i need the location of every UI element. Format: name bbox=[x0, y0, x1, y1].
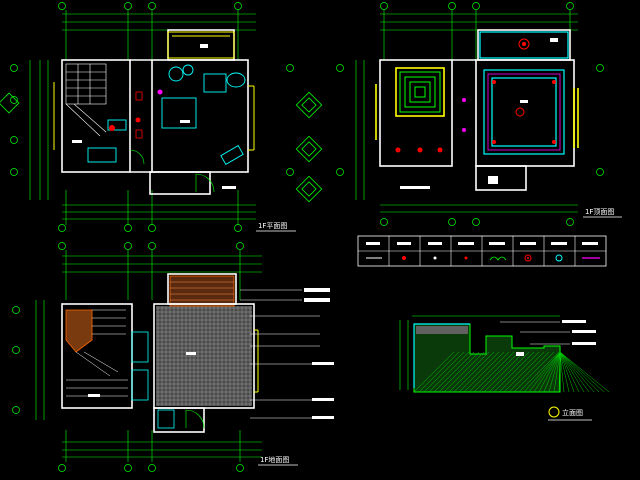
ceiling-plan-title: 1F顶面图 bbox=[585, 208, 614, 216]
floor-plan-title: 1F地面图 bbox=[260, 455, 289, 464]
elevation-title: 立面图 bbox=[562, 408, 583, 417]
furniture-plan: 1F平面图 bbox=[0, 2, 323, 232]
floor-plan: 1F地面图 bbox=[12, 242, 334, 472]
elevation-section: 立面图 bbox=[399, 315, 610, 421]
furniture-plan-title: 1F平面图 bbox=[258, 222, 287, 230]
floor-tile-hatch bbox=[156, 306, 252, 406]
legend-table bbox=[357, 235, 607, 267]
ceiling-plan: 1F顶面图 bbox=[336, 2, 622, 226]
